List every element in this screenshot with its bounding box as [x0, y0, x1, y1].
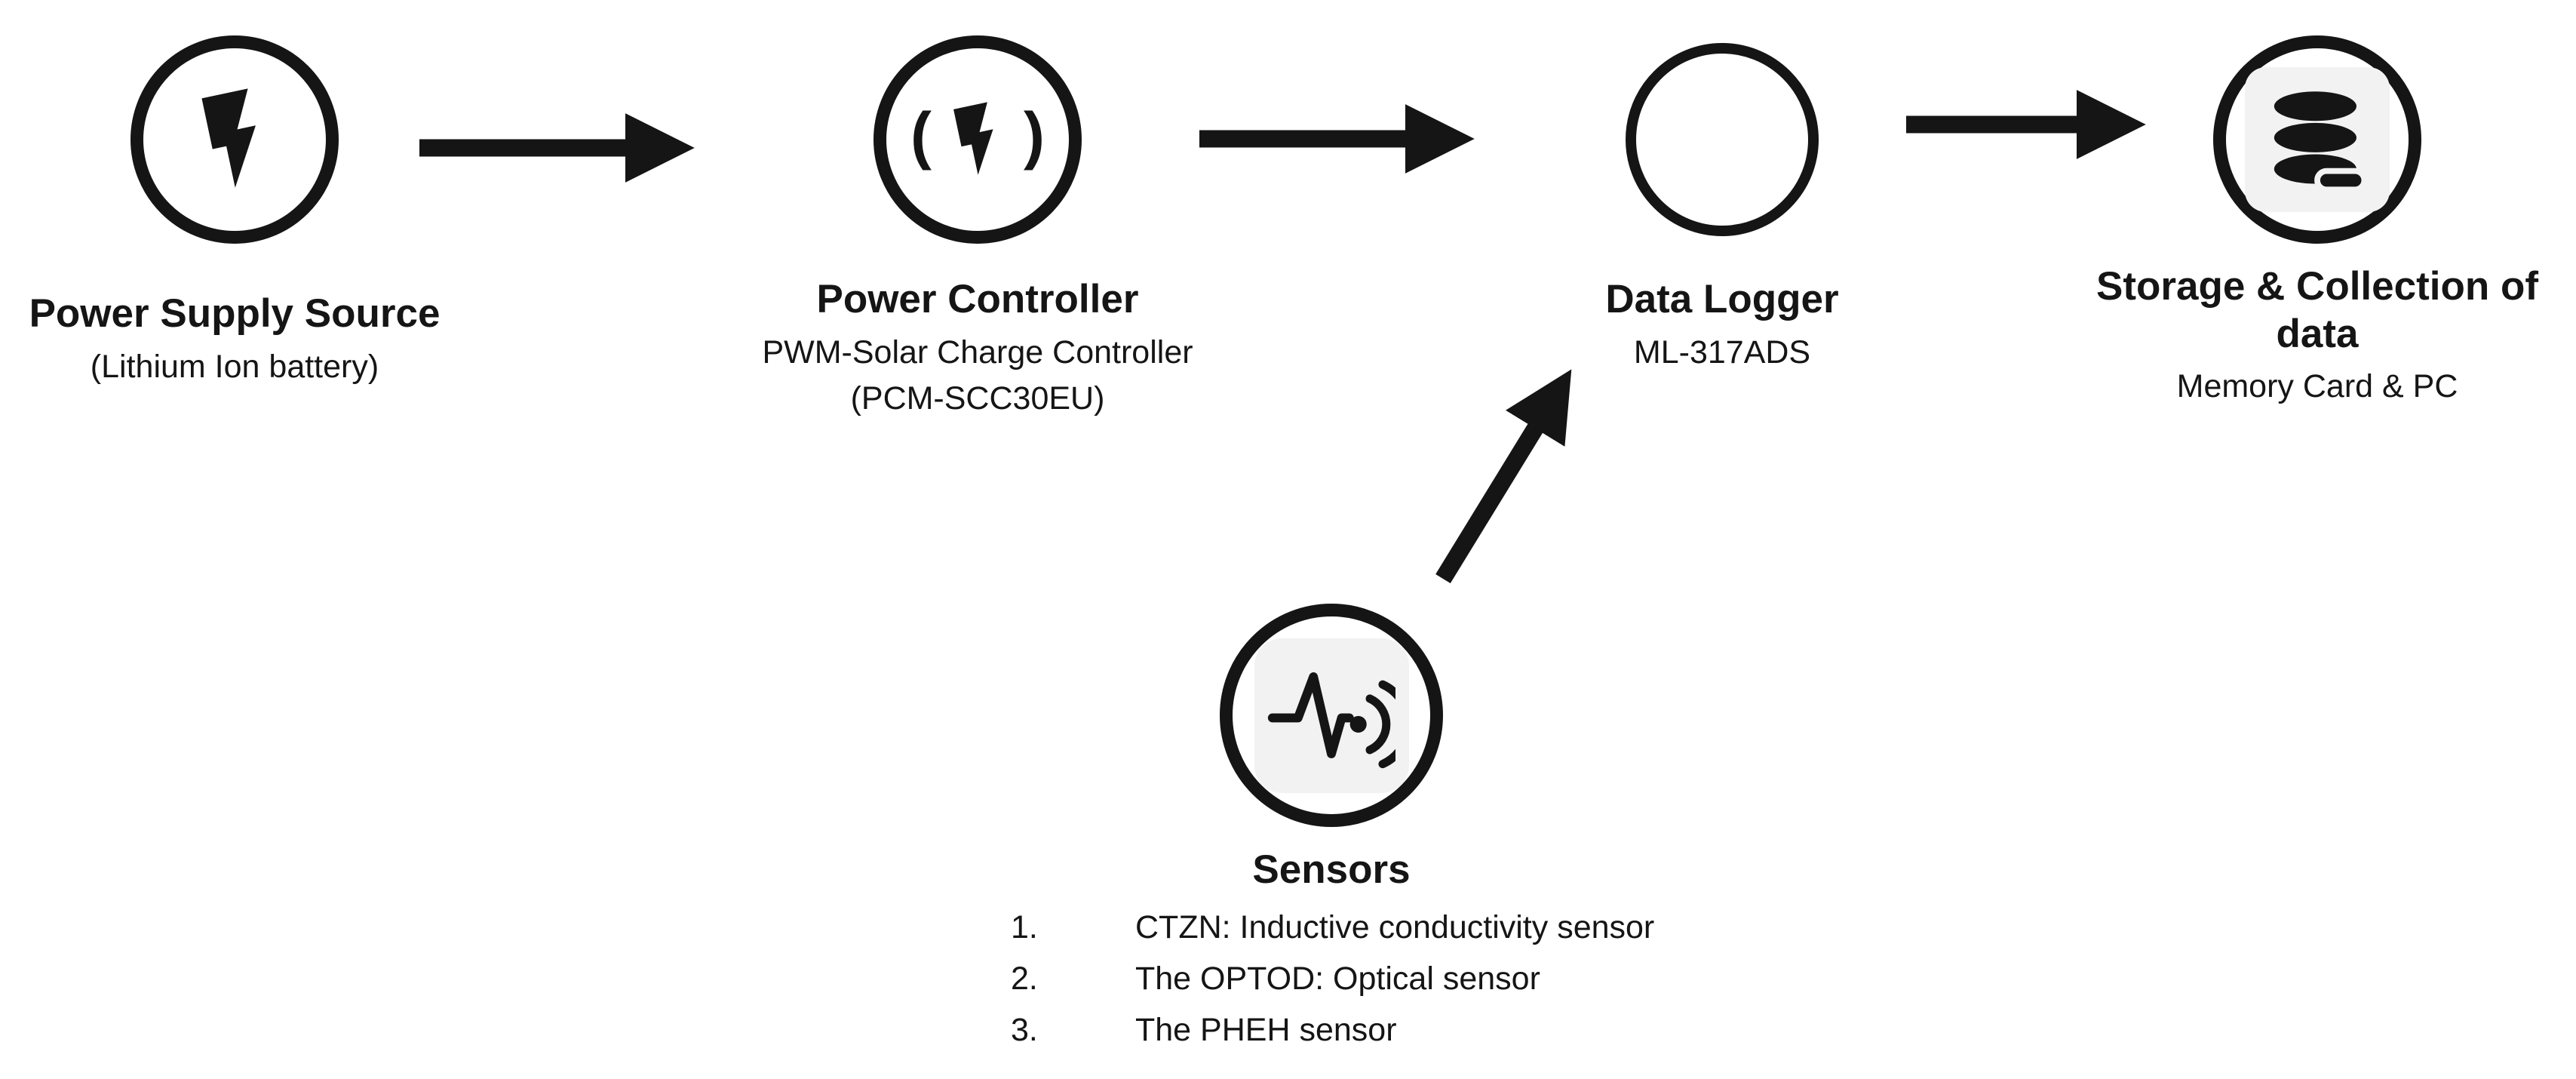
storage-title: Storage & Collection of data: [2096, 264, 2538, 356]
power-controller-node: ( ): [874, 35, 1082, 244]
list-item-number: 2.: [1011, 961, 1038, 997]
list-item-number: 1.: [1011, 909, 1038, 945]
list-item: 2. The OPTOD: Optical sensor: [1011, 961, 1654, 1012]
sensor-list: 1. CTZN: Inductive conductivity sensor 2…: [1011, 909, 1654, 1063]
storage-icon-background: [2245, 67, 2390, 212]
list-item: 1. CTZN: Inductive conductivity sensor: [1011, 909, 1654, 961]
data-logger-node: [1626, 43, 1819, 236]
list-item-number: 3.: [1011, 1012, 1038, 1048]
power-supply-labels: Power Supply Source (Lithium Ion battery…: [0, 290, 476, 390]
list-item: 3. The PHEH sensor: [1011, 1012, 1654, 1063]
sensors-icon-background: [1254, 638, 1409, 793]
power-controller-subtitle-line1: PWM-Solar Charge Controller: [762, 334, 1193, 370]
power-supply-node: [130, 35, 339, 244]
lightning-bolt-icon: [201, 88, 256, 188]
database-icon: [2274, 91, 2366, 191]
power-controller-subtitle-line2: (PCM-SCC30EU): [850, 380, 1105, 417]
waveform-signal-icon: [1267, 672, 1395, 769]
list-item-text: The PHEH sensor: [1135, 1012, 1397, 1048]
power-controller-title: Power Controller: [816, 277, 1139, 321]
list-item-text: CTZN: Inductive conductivity sensor: [1135, 909, 1655, 945]
paren-close: ): [1024, 100, 1045, 171]
power-supply-title: Power Supply Source: [29, 291, 441, 336]
paren-open: (: [910, 100, 932, 171]
sensors-title: Sensors: [1252, 847, 1411, 892]
lightning-bolt-parentheses-icon: ( ): [910, 94, 1045, 185]
data-logger-subtitle: ML-317ADS: [1633, 334, 1811, 370]
arrow-sensors-to-datalogger: [1435, 369, 1572, 584]
power-controller-labels: Power Controller PWM-Solar Charge Contro…: [676, 276, 1279, 422]
storage-labels: Storage & Collection of data Memory Card…: [2076, 263, 2559, 410]
storage-subtitle: Memory Card & PC: [2176, 368, 2458, 405]
data-logger-title: Data Logger: [1605, 277, 1839, 321]
sensors-node: [1220, 604, 1443, 827]
list-item-text: The OPTOD: Optical sensor: [1135, 961, 1540, 997]
sensors-label: Sensors: [1181, 847, 1482, 894]
data-logger-labels: Data Logger ML-317ADS: [1496, 276, 1948, 376]
storage-node: [2213, 35, 2421, 244]
power-supply-subtitle: (Lithium Ion battery): [90, 348, 379, 385]
lightning-bolt-icon: [953, 102, 993, 175]
